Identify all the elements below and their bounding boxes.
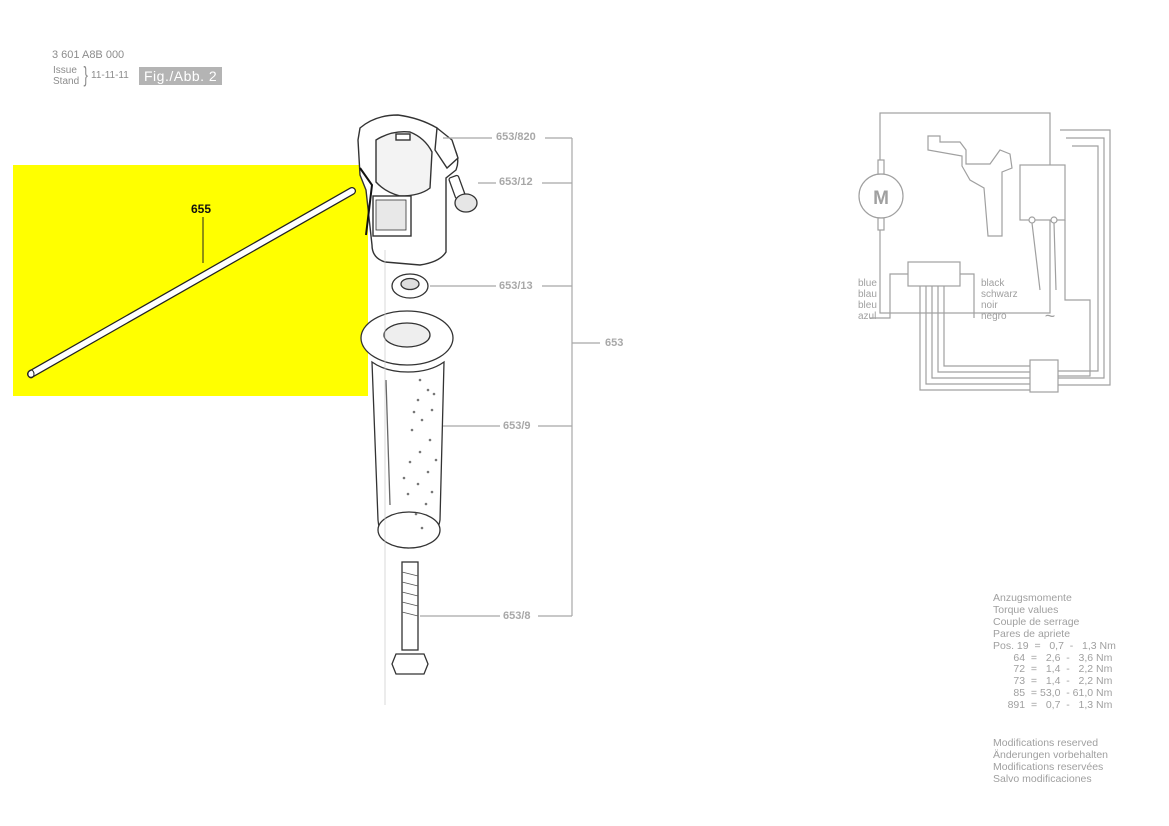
label-653-12: 653/12 <box>499 176 533 188</box>
label-653-8: 653/8 <box>503 610 531 622</box>
nut-part-653-13[interactable] <box>391 273 429 299</box>
torque-title: Torque values <box>993 603 1059 616</box>
screw-part-653-12[interactable] <box>448 174 478 213</box>
label-655: 655 <box>191 202 212 216</box>
issue-label: Issue <box>53 65 77 76</box>
torque-row: 891 = 0,7 - 1,3 Nm <box>993 699 1113 712</box>
wiring-diagram <box>858 112 1111 393</box>
torque-title: Couple de serrage <box>993 615 1080 628</box>
torque-row: 73 = 1,4 - 2,2 Nm <box>993 675 1113 688</box>
housing-part-653-820[interactable] <box>357 114 459 266</box>
label-653-820: 653/820 <box>496 131 536 143</box>
label-653-13: 653/13 <box>499 280 533 292</box>
wire-labels-blue: blue blau bleu azul <box>858 278 877 322</box>
part-number: 3 601 A8B 000 <box>52 49 125 61</box>
modifications-notice: Modifications reserved Änderungen vorbeh… <box>993 737 1109 785</box>
issue-stand-label: Issue Stand <box>53 65 79 87</box>
torque-row: Pos. 19 = 0,7 - 1,3 Nm <box>993 639 1116 652</box>
issue-date: 11-11-11 <box>91 70 129 81</box>
torque-row: 64 = 2,6 - 3,6 Nm <box>993 651 1113 664</box>
torque-title: Pares de apriete <box>993 627 1071 640</box>
rod-part-655[interactable] <box>27 187 356 379</box>
label-653: 653 <box>605 337 624 349</box>
torque-row: 72 = 1,4 - 2,2 Nm <box>993 663 1113 676</box>
grip-part-653-9[interactable] <box>360 310 454 549</box>
figure-label: Fig./Abb. 2 <box>139 67 223 85</box>
torque-row: 85 = 53,0 - 61,0 Nm <box>993 687 1113 700</box>
ac-symbol: ~ <box>1045 306 1056 326</box>
brace-glyph: } <box>83 62 88 87</box>
housing-edge <box>359 167 374 236</box>
wire-labels-black: black schwarz noir negro <box>981 278 1018 322</box>
torque-values-block: Anzugsmomente Torque values Couple de se… <box>993 592 1116 712</box>
motor-symbol: M <box>873 188 889 209</box>
leader-lines <box>420 137 600 617</box>
stand-label: Stand <box>53 76 80 87</box>
torque-title: Anzugsmomente <box>993 592 1072 604</box>
label-653-9: 653/9 <box>503 420 531 432</box>
bolt-part-653-8[interactable] <box>391 561 429 675</box>
